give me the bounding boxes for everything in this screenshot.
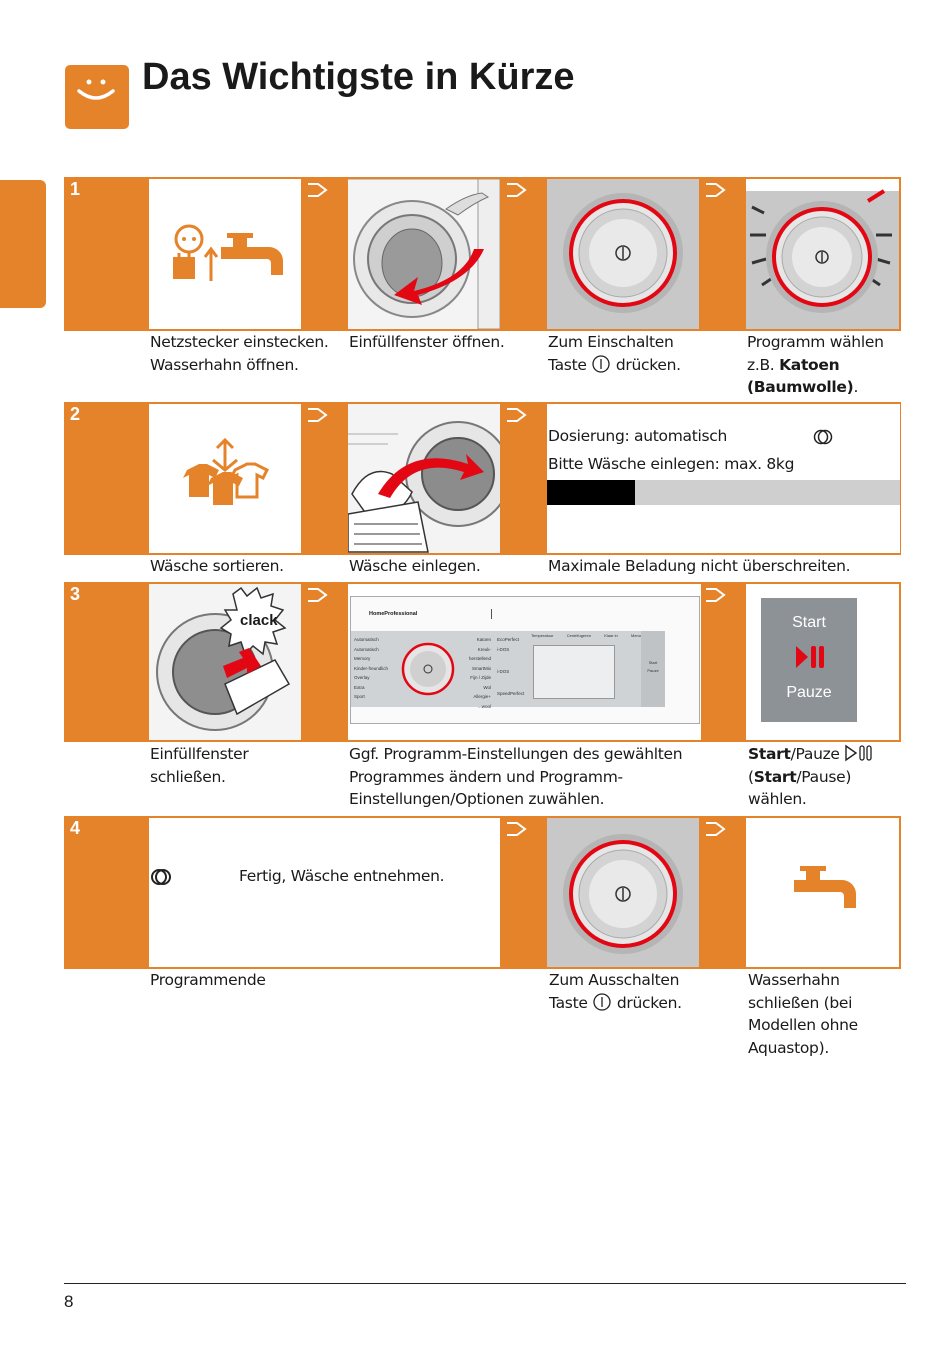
program-knob-illustration [746,179,899,329]
caption-open-door: Einfüllfenster öffnen. [349,333,505,351]
footer-rule [64,1283,906,1284]
caption-plug-tap: Netzstecker einstecken.Wasserhahn öffnen… [150,333,329,374]
caption-max-load: Maximale Beladung nicht überschreiten. [548,557,851,575]
page-title: Das Wichtigste in Kürze [142,56,575,98]
caption-switch-off: Zum Ausschalten Taste drücken. [549,971,682,1012]
power-button-icon [592,354,610,373]
dosing-display: Dosierung: automatisch Bitte Wäsche einl… [547,404,900,553]
clack-label: clack [240,612,278,629]
step-number: 1 [70,179,81,199]
caption-settings: Ggf. Programm-Einstellungen des gewählte… [349,745,683,808]
sort-laundry-illustration [149,404,301,553]
caption-select-program: Programm wählen z.B. Katoen (Baumwolle). [747,333,884,396]
page-number: 8 [64,1292,74,1311]
start-pause-button: Start Pauze [761,598,857,722]
smiley-icon [77,79,115,100]
step-number: 4 [70,818,81,838]
next-arrow-icon [507,822,527,836]
step-1-row: 1 [64,177,901,331]
play-pause-icon [796,646,824,668]
load-progress-fill [547,480,636,505]
finished-text: Fertig, Wäsche entnehmen. [239,867,445,885]
caption-switch-on: Zum Einschalten Taste drücken. [548,333,681,374]
display-line-1: Dosierung: automatisch [548,427,728,445]
step-2-row: 2 Dosierung: automatisch Bitte Wäsche ei… [64,402,901,555]
load-progress-bar [547,480,900,505]
next-arrow-icon [706,183,726,197]
next-arrow-icon [507,408,527,422]
next-arrow-icon [308,408,328,422]
close-tap-illustration [746,818,899,967]
chapter-tab [0,180,46,308]
on-off-knob-illustration [547,179,699,329]
open-door-illustration [348,179,500,329]
next-arrow-icon [706,588,726,602]
caption-sort: Wäsche sortieren. [150,557,284,575]
panel-display [533,645,615,699]
next-arrow-icon [706,822,726,836]
step-number: 3 [70,584,81,604]
panel-brand: HomeProfessional [369,611,418,617]
finished-display: Fertig, Wäsche entnehmen. [149,818,500,967]
next-arrow-icon [308,183,328,197]
smiley-logo [65,65,129,129]
caption-load: Wäsche einlegen. [349,557,481,575]
next-arrow-icon [507,183,527,197]
caption-program-end: Programmende [150,971,266,989]
caption-start: Start/Pauze (Start/Pause) wählen. [748,743,918,811]
idos-icon [813,429,833,445]
display-line-2: Bitte Wäsche einlegen: max. 8kg [548,455,795,473]
load-laundry-illustration [348,404,500,553]
finished-icon [151,869,171,885]
off-knob-illustration [547,818,699,967]
play-pause-outline-icon [845,744,872,762]
step-4-row: 4 Fertig, Wäsche entnehmen. [64,816,901,969]
next-arrow-icon [308,588,328,602]
close-door-illustration: clack [149,584,301,740]
step-number: 2 [70,404,81,424]
panel-options: EcoPerfect i-DOS i-DOS SpeedPerfect [497,637,525,696]
plug-tap-illustration [149,179,301,329]
power-button-icon [593,992,611,1011]
start-pause-illustration: Start Pauze [746,584,899,740]
